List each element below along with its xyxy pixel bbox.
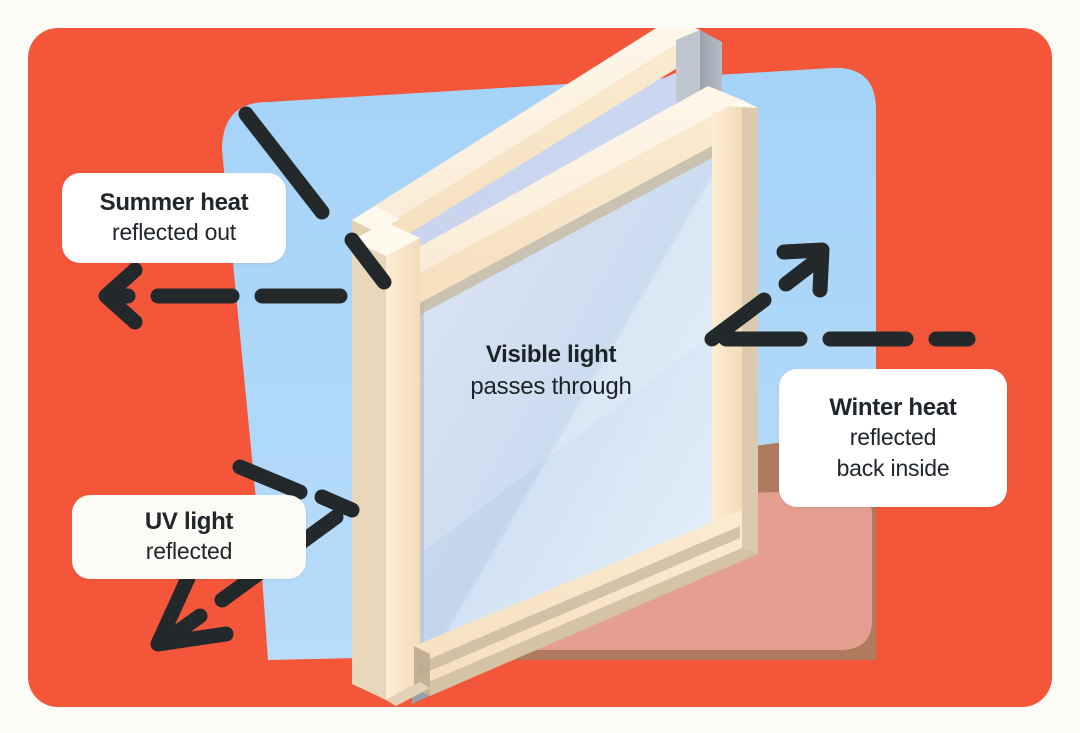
callout-summer-heat: Summer heat reflected out [62, 173, 286, 263]
front-frame-top [392, 86, 742, 318]
callout-visible-light: Visible light passes through [406, 340, 696, 402]
winter-heat-outgoing-arrow [704, 242, 830, 347]
callout-winter-title: Winter heat [829, 394, 957, 421]
front-frame-bottom [414, 510, 758, 696]
callout-winter-subtitle-2: back inside [836, 454, 950, 481]
summer-heat-incoming-ray [238, 106, 392, 290]
callout-uv-subtitle: reflected [145, 538, 233, 565]
summer-heat-outgoing-arrow [98, 262, 348, 330]
callout-winter-heat: Winter heat reflected back inside [779, 369, 1007, 507]
callout-summer-title: Summer heat [99, 189, 249, 217]
uv-light-incoming-ray [232, 459, 360, 518]
front-frame-foot [386, 682, 430, 706]
callout-visible-title: Visible light [485, 341, 617, 368]
callout-uv-light: UV light reflected [72, 495, 306, 579]
front-frame-left [352, 222, 420, 700]
callout-summer-subtitle: reflected out [112, 219, 236, 246]
callout-winter-subtitle: reflected [849, 424, 937, 451]
callout-uv-title: UV light [144, 508, 234, 536]
callout-visible-subtitle: passes through [470, 372, 632, 400]
